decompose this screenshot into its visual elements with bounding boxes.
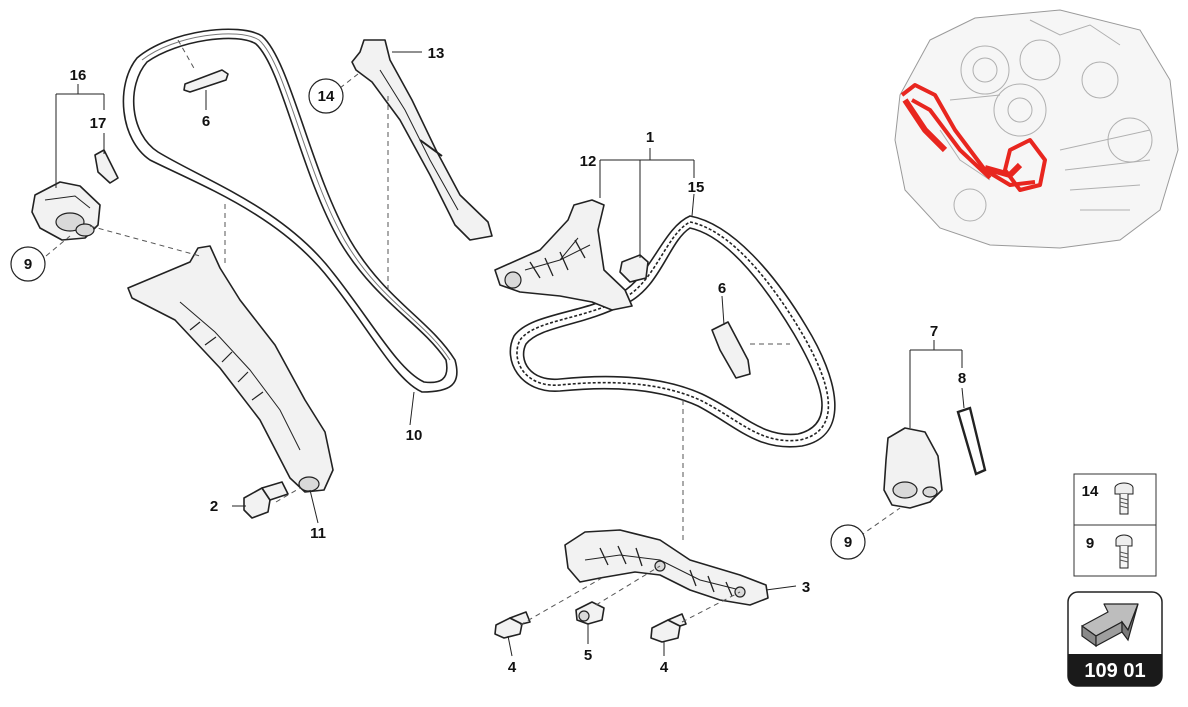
bolt-right — [650, 613, 687, 643]
reference-badge: 109 01 — [1067, 591, 1163, 687]
left-timing-chain — [122, 28, 458, 393]
left-guide-rail — [127, 245, 334, 493]
right-slide-piece — [711, 321, 751, 379]
lower-guide-rail — [564, 529, 769, 606]
callout-6-left: 6 — [202, 113, 210, 130]
leader-lines — [55, 51, 965, 657]
callout-3: 3 — [802, 579, 810, 596]
right-chain-tensioner — [883, 427, 943, 509]
callout-11: 11 — [310, 525, 326, 542]
callout-8: 8 — [958, 370, 966, 387]
callout-10: 10 — [406, 427, 423, 444]
callout-16: 16 — [70, 67, 87, 84]
callout-4-right: 4 — [660, 659, 669, 676]
screw-legend: 14 9 — [1073, 473, 1157, 577]
legend-number-9: 9 — [1086, 535, 1094, 552]
left-slide-piece — [183, 69, 229, 93]
reference-code: 109 01 — [1084, 660, 1145, 682]
screw-9-icon — [1115, 534, 1133, 569]
callout-15: 15 — [688, 179, 705, 196]
callout-9-left-circle: 9 — [10, 246, 46, 282]
callout-12: 12 — [580, 153, 597, 170]
assembly-lines — [45, 39, 901, 626]
callout-9-right-circle: 9 — [830, 524, 866, 560]
left-tensioner-seal — [94, 149, 119, 184]
small-clip — [619, 254, 649, 283]
left-pin — [243, 481, 289, 519]
callout-7: 7 — [930, 323, 938, 340]
arrow-icon — [1081, 603, 1139, 648]
callout-6-right: 6 — [718, 280, 726, 297]
right-timing-chain — [509, 215, 836, 448]
bolt-center — [575, 601, 605, 625]
callout-9-left: 9 — [24, 256, 32, 273]
upper-guide-rail — [351, 39, 493, 241]
callout-17: 17 — [90, 115, 107, 132]
callout-5: 5 — [584, 647, 592, 664]
callout-2: 2 — [210, 498, 218, 515]
left-chain-tensioner — [31, 181, 101, 241]
callout-13: 13 — [428, 45, 445, 62]
legend-number-14: 14 — [1082, 483, 1099, 500]
callout-9-right: 9 — [844, 534, 852, 551]
screw-14-icon — [1114, 482, 1134, 515]
highlighted-timing-drive — [900, 83, 1047, 192]
camshaft-guide-block — [494, 199, 633, 311]
callout-4-left: 4 — [508, 659, 517, 676]
callout-14-circle: 14 — [308, 78, 344, 114]
right-tensioner-seal — [956, 406, 987, 476]
callout-14: 14 — [318, 88, 335, 105]
callout-1: 1 — [646, 129, 654, 146]
bolt-left — [494, 611, 531, 639]
engine-thumbnail — [894, 9, 1179, 249]
